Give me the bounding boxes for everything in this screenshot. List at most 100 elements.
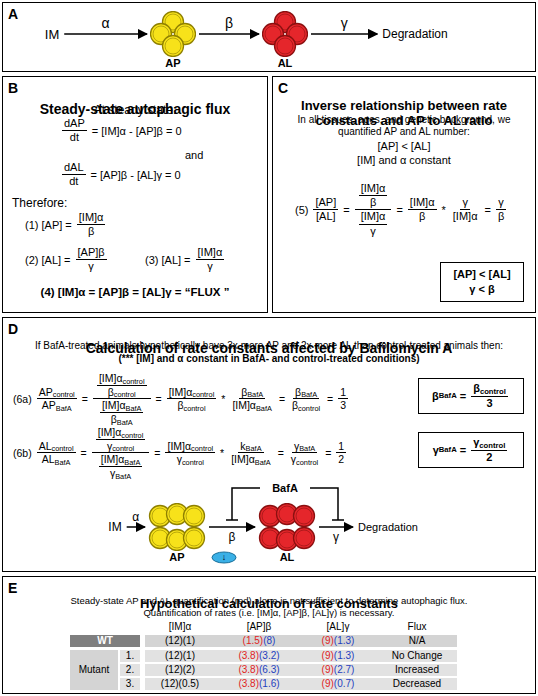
layout-part: γβ <box>496 196 506 223</box>
label-text: (3.2) <box>259 650 280 661</box>
label-text: (9) <box>322 664 334 675</box>
label-text: (5) <box>295 204 308 216</box>
layout-part: γcontrol <box>175 453 206 466</box>
layout-part: 2 <box>336 453 346 466</box>
label-text: γ <box>207 260 213 272</box>
label-text: (3.8) <box>238 678 259 689</box>
label-text: = [IM]α - [AP]β = 0 <box>92 125 182 137</box>
layout-part: (3.8)(1.6) <box>219 678 299 690</box>
layout-part: Increased <box>377 664 457 676</box>
layout-part: kBafA[IM]αBafA <box>229 440 273 466</box>
label-text: = <box>343 204 349 216</box>
label-text: BafA <box>262 482 308 494</box>
label-text: Mutant <box>79 664 110 675</box>
layout-part: dALdt <box>62 161 86 188</box>
layout-part: [IM]αcontrol <box>97 372 147 386</box>
layout-part: 1 <box>336 440 346 454</box>
label-text: Decreased <box>393 678 441 689</box>
label-text: (3.8) <box>238 664 259 675</box>
table-cell-bg <box>120 678 140 690</box>
layout-part: (5) [AP][AL] = [IM]αβ[IM]αγ = [IM]αβ * γ… <box>292 182 508 238</box>
label-text: (2) [AL] = <box>25 254 71 266</box>
result-box: βBafA=βcontrol3 <box>418 378 524 414</box>
label-text: β <box>177 399 183 411</box>
label-text: (12)(1) <box>165 650 195 661</box>
ellipse-shape <box>212 552 236 563</box>
label-text: = <box>154 447 160 459</box>
layout-part: βBafAβcontrol <box>290 386 322 412</box>
vesicle <box>294 506 315 527</box>
layout-part: γ <box>205 260 215 273</box>
layout-part: 13 <box>338 386 348 412</box>
layout-part: [IM]αcontrol <box>167 386 217 400</box>
label-text: β <box>292 399 298 411</box>
entity-label: IM <box>106 520 123 534</box>
layout-part: (3) [AL] = [IM]αγ <box>142 246 226 273</box>
vesicle-label: AL <box>258 551 316 564</box>
layout-part: [AP]β <box>76 246 107 260</box>
label-text: 1 <box>340 386 346 398</box>
label-text: γ <box>177 453 182 465</box>
label-text: β <box>419 210 425 222</box>
vesicle <box>275 36 296 57</box>
numerator: βcontrol <box>471 382 508 396</box>
label-text: γ <box>88 260 94 272</box>
rate-constant-label: γ <box>333 531 339 543</box>
rate-constant-label: β <box>225 16 233 30</box>
panel-box: AIMAPALDegradation <box>2 2 536 72</box>
label-text: [AP] < [AL] <box>272 140 536 152</box>
label-text: Steady-state AP and AL quantification (r… <box>2 595 536 606</box>
vesicle-drawing <box>262 11 308 57</box>
layout-part: γBafA <box>108 467 133 480</box>
label-text: WT <box>97 635 113 646</box>
layout-part: βcontrol <box>106 386 138 399</box>
label-text: Therefore: <box>12 196 67 210</box>
label-text: β <box>370 196 376 208</box>
layout-part: [IM]α <box>196 246 225 260</box>
layout-part: dAPdt = [IM]α - [AP]β = 0 <box>60 117 185 144</box>
rate-constant-label: γ <box>341 16 348 30</box>
layout-part: No Change <box>377 650 457 662</box>
label-text: (9) <box>322 650 334 661</box>
label-text: (4) [IM]α = [AP]β = [AL]γ = “FLUX ” <box>2 286 268 298</box>
entity-text: IM <box>45 27 59 42</box>
label-text: [AP]β <box>78 246 105 258</box>
fraction: γcontrol2 <box>471 436 507 463</box>
table-row-bg <box>145 664 457 676</box>
vesicle-drawing <box>258 503 316 551</box>
label-text: β <box>108 386 114 398</box>
label-text: dt <box>70 131 79 143</box>
label-text: (2.7) <box>334 664 355 675</box>
label-text: γ <box>294 440 299 452</box>
layout-part: γcontrol <box>289 453 320 466</box>
rate-constant-label: β <box>229 531 236 543</box>
layout-part: dAP <box>62 117 87 131</box>
table-cell-bg <box>120 650 140 662</box>
vesicle <box>163 36 184 57</box>
fraction: βcontrol3 <box>471 382 508 409</box>
label-text: [IM]α <box>198 246 223 258</box>
label-text: Increased <box>395 664 439 675</box>
table-row-bg <box>145 650 457 662</box>
layout-part: [IM]αβ <box>77 211 106 238</box>
vesicle-membrane <box>296 530 312 546</box>
layout-part: APcontrol <box>37 386 77 400</box>
label-text: [IM]α <box>361 210 386 222</box>
layout-part: βBafA <box>239 386 265 400</box>
label-text: = <box>278 447 284 459</box>
label-text: β <box>295 386 301 398</box>
label-text: Flux <box>408 621 427 632</box>
layout-part: 1. <box>120 650 140 662</box>
layout-part: (9)(2.7) <box>303 664 373 676</box>
subscript-text: control <box>121 431 143 440</box>
vesicle <box>184 528 205 549</box>
layout-part: [IM]αBafAβBafA <box>100 399 144 425</box>
label-text: γ <box>110 467 115 479</box>
layout-part: APBafA <box>40 399 74 412</box>
layout-part: (6a) APcontrolAPBafA = [IM]αcontrolβcont… <box>10 372 350 425</box>
label-text: β <box>88 225 94 237</box>
subscript-text: control <box>112 444 134 453</box>
label-text: [IM]α <box>167 440 191 452</box>
layout-part: γ <box>496 196 506 210</box>
label-text: = <box>485 204 491 216</box>
